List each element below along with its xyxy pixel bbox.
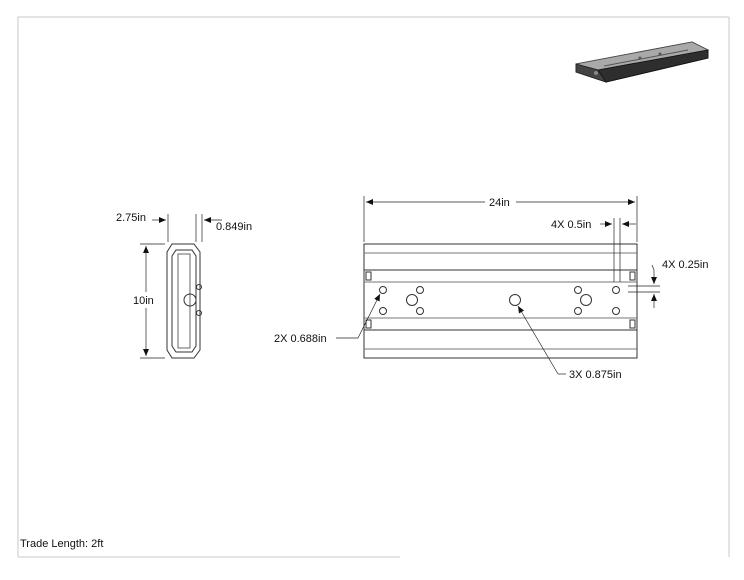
- mounting-holes: [379, 286, 620, 315]
- trade-length-label: Trade Length: 2ft: [20, 538, 104, 550]
- small-holes-label: 2X 0.688in: [274, 333, 327, 345]
- top-view-dimensions: [336, 196, 660, 375]
- large-holes-label: 3X 0.875in: [569, 369, 622, 381]
- sheet-border: [17, 16, 730, 558]
- flange-dimension-label: 0.849in: [216, 221, 252, 233]
- length-dimension-label: 24in: [489, 197, 510, 209]
- depth-dimension-label: 2.75in: [116, 212, 146, 224]
- width-dimension-label: 10in: [133, 295, 154, 307]
- slot-width-label: 4X 0.25in: [662, 259, 708, 271]
- side-view: [166, 243, 202, 359]
- isometric-thumbnail: [575, 41, 710, 83]
- top-view: [363, 243, 638, 359]
- side-view-dimensions: [140, 214, 222, 359]
- slot-spacing-label: 4X 0.5in: [551, 219, 591, 231]
